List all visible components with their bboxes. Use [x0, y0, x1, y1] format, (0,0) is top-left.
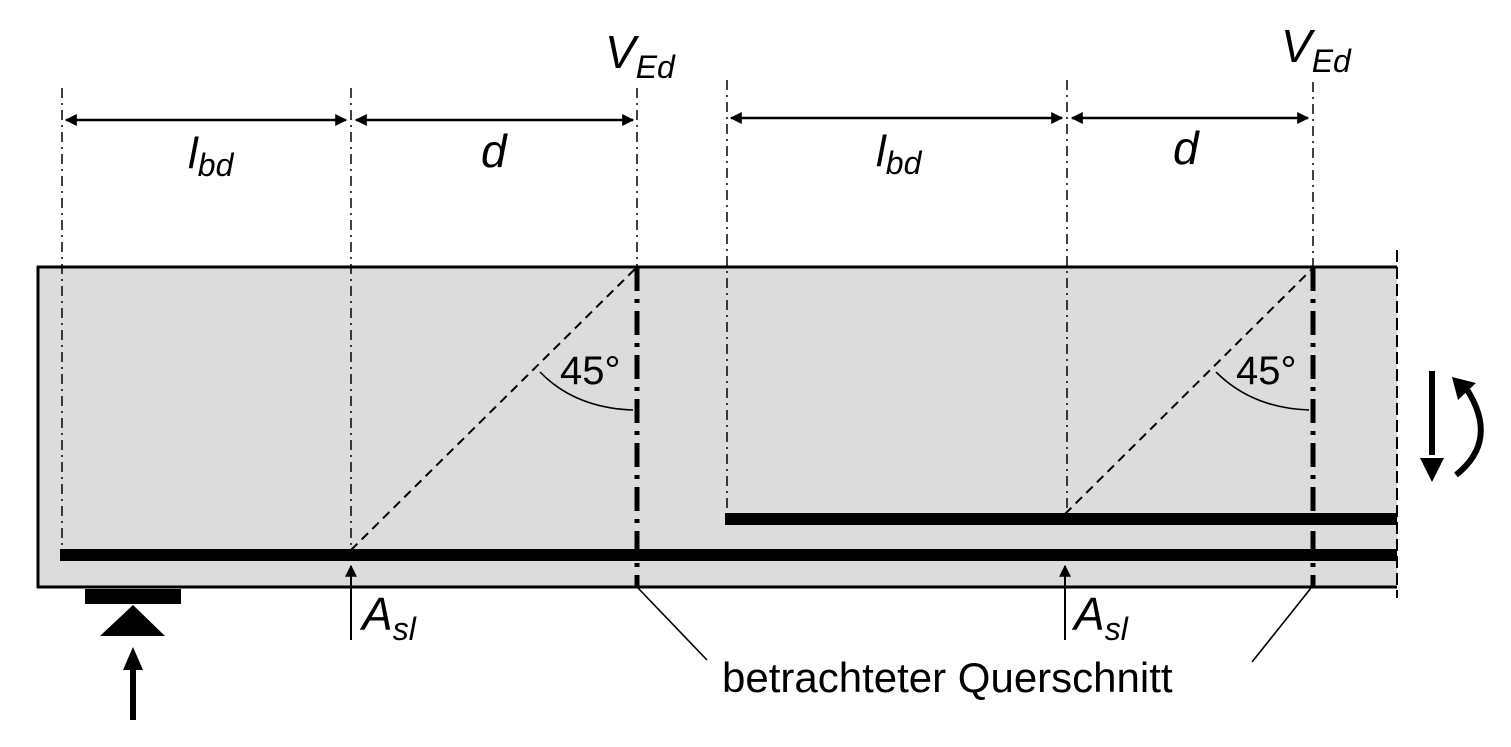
section-caption: betrachteter Querschnitt [722, 654, 1173, 701]
lbd-sub: bd [198, 147, 235, 183]
dimension-arrows [64, 112, 1310, 126]
strut-line-left [350, 267, 637, 551]
dim-label-right-d: d [1173, 122, 1200, 174]
leader-right [1251, 587, 1312, 663]
shear-force-label-right: VEd [1281, 20, 1352, 79]
shear-arrow-head [1420, 458, 1444, 482]
caption-leaders [637, 587, 1312, 663]
reaction-arrow-icon [123, 647, 143, 720]
angle-arc-left [539, 371, 634, 411]
dim-label-left-lbd: lbd [188, 129, 235, 183]
reinforcement [60, 513, 1397, 561]
ved-sub: Ed [1312, 43, 1352, 79]
lbd-main: l [188, 129, 199, 178]
pin-support-icon [85, 589, 181, 636]
asl-label-left: Asl [359, 588, 417, 647]
beam-body [37, 267, 1397, 587]
ved-main: V [1281, 20, 1316, 72]
lbd-main: l [876, 127, 887, 176]
strut-lines [350, 267, 1314, 551]
shear-moment-icon [1420, 371, 1484, 482]
asl-main: A [1071, 588, 1105, 640]
leader-left [637, 587, 708, 661]
asl-sub: sl [1105, 611, 1129, 647]
angle-arc-right [1215, 371, 1310, 411]
support-triangle [100, 605, 165, 636]
moment-arc [1454, 386, 1484, 478]
dim-label-left-d: d [481, 125, 508, 177]
angle-label-right: 45° [1236, 349, 1297, 393]
beam [36, 250, 1398, 598]
dim-label-right-lbd: lbd [876, 127, 923, 181]
section-lines [634, 267, 1316, 587]
lbd-sub: bd [886, 145, 923, 181]
angle-arcs [539, 371, 1310, 411]
strut-line-right [1064, 267, 1314, 515]
asl-main: A [359, 588, 393, 640]
ved-main: V [605, 26, 640, 78]
reference-lines [61, 80, 1314, 555]
moment-arrow-head [1452, 377, 1476, 400]
reaction-arrow-head [123, 647, 143, 670]
angle-label-left: 45° [560, 349, 621, 393]
asl-label-right: Asl [1071, 588, 1129, 647]
shear-force-label-left: VEd [605, 26, 676, 85]
support-plate [85, 589, 181, 604]
rebar-pointers [345, 564, 1071, 640]
ved-sub: Ed [636, 49, 676, 85]
asl-sub: sl [393, 611, 417, 647]
